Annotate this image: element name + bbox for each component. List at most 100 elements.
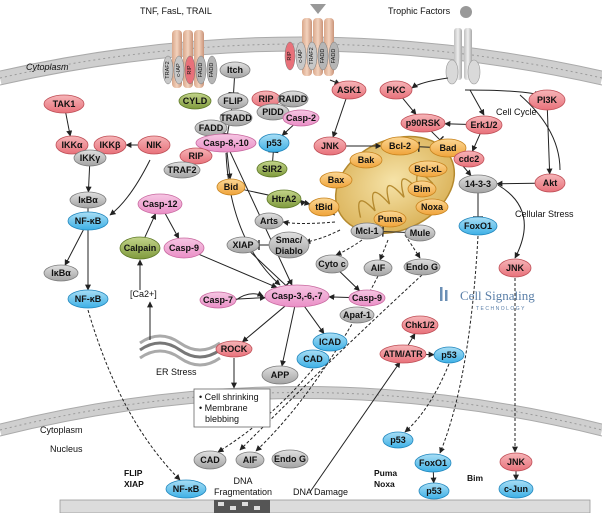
edge-erk12-cdc2 — [471, 133, 481, 152]
node-tak1-label: TAK1 — [53, 99, 76, 109]
adapter-r1-1-shape — [173, 55, 185, 85]
puma-target-label: Puma — [374, 468, 397, 478]
adapter-r1-3-shape — [195, 55, 207, 85]
node-apaf1-label: Apaf-1 — [343, 310, 371, 320]
node-casp12-label: Casp-12 — [142, 199, 177, 209]
node-flip-label: FLIP — [223, 96, 243, 106]
flip-target-label: FLIP — [124, 468, 143, 478]
node-ikkg-label: IKKγ — [80, 153, 101, 163]
dna-strand — [59, 499, 591, 513]
node-calpain-shape — [119, 236, 161, 260]
node-xiap-shape — [226, 236, 260, 254]
node-casp2-shape — [282, 109, 320, 127]
adapter-r2-4-shape — [328, 41, 340, 71]
node-nfkb2-label: NF-κB — [75, 294, 102, 304]
cytoplasm-label-bottom: Cytoplasm — [40, 425, 83, 435]
node-apaf1-shape — [339, 306, 375, 324]
node-mcl1: Mcl-1 — [350, 222, 384, 240]
node-nfkb2-shape — [67, 289, 109, 309]
path-mito-smac — [304, 229, 341, 245]
node-rip-label: RIP — [188, 151, 203, 161]
node-foxo1b-shape — [414, 453, 452, 473]
node-endog1-shape — [403, 258, 441, 276]
edge-casp7-casp367 — [235, 294, 266, 301]
membrane-blebbing-text-2: blebbing — [205, 414, 239, 424]
node-ikkb: IKKβ — [93, 135, 127, 155]
dna-damage-label: DNA Damage — [293, 487, 348, 497]
node-smac-diablo-shape — [268, 231, 310, 259]
node-cad2-label: CAD — [200, 455, 220, 465]
node-casp367-shape — [264, 284, 330, 308]
node-ikba1-label: IκBα — [78, 195, 98, 205]
node-icad-label: ICAD — [319, 337, 341, 347]
node-cjun-label: c-Jun — [504, 484, 528, 494]
nuclear-membrane — [0, 386, 602, 437]
node-jnk2: JNK — [498, 258, 532, 278]
node-aif2: AIF — [235, 451, 265, 469]
adapter-r2-2-shape — [306, 41, 318, 71]
adapter-r2-0-label: RIP — [287, 51, 293, 61]
edge-casp9b-casp367 — [328, 294, 350, 301]
edge-casp9a-casp367 — [199, 254, 278, 289]
node-p90rsk-label: p90RSK — [406, 118, 441, 128]
node-bak-shape — [349, 151, 383, 169]
node-p53b-label: p53 — [441, 350, 457, 360]
node-atmatr-shape — [379, 344, 427, 364]
node-tak1: TAK1 — [43, 94, 85, 114]
edge-ask1-jnk1 — [331, 98, 347, 138]
node-casp12: Casp-12 — [137, 193, 183, 215]
edge-casp367-app — [280, 306, 296, 367]
adapter-r2-4-label: FADD — [331, 49, 337, 64]
logo-text: Cell Signaling — [460, 288, 535, 303]
node-jnk2-shape — [498, 258, 532, 278]
node-ikka: IKKα — [55, 135, 89, 155]
node-sir2: SIR2 — [256, 160, 288, 178]
edge-tak1-ikka — [65, 112, 73, 137]
node-jnk3: JNK — [499, 452, 533, 472]
node-bim: Bim — [407, 180, 437, 198]
node-cjun-shape — [498, 479, 534, 499]
node-mule-shape — [404, 224, 436, 242]
node-jnk3-shape — [499, 452, 533, 472]
nucleus-label: Nucleus — [50, 444, 83, 454]
node-traf2-shape — [163, 161, 201, 179]
node-ikba2-shape — [43, 264, 79, 282]
node-casp9b-shape — [348, 289, 386, 307]
node-casp2: Casp-2 — [282, 109, 320, 127]
node-tbid: tBid — [308, 197, 340, 217]
node-cytoc-shape — [315, 254, 349, 274]
cell-signaling-logo: Cell Signaling TECHNOLOGY — [440, 287, 535, 312]
node-foxo1a: FoxO1 — [458, 216, 498, 236]
node-bcl2-shape — [380, 136, 420, 156]
adapter-r1-4-label: FADD — [209, 63, 215, 78]
edge-cytoc-casp9b — [339, 271, 360, 292]
adapter-r2-3-shape — [317, 41, 329, 71]
node-casp2-label: Casp-2 — [286, 113, 316, 123]
node-ask1-shape — [331, 80, 367, 100]
node-diablo-label: Diablo — [275, 246, 303, 256]
node-ask1: ASK1 — [331, 80, 367, 100]
adapter-r2-1-label: c-IAP — [298, 49, 304, 63]
node-bak-label: Bak — [358, 155, 376, 165]
node-p53a: p53 — [258, 133, 290, 153]
node-x1433-shape — [458, 174, 498, 194]
node-tradd-label: TRADD — [220, 113, 252, 123]
logo-subtext: TECHNOLOGY — [476, 306, 526, 312]
node-mcl1-shape — [350, 222, 384, 240]
edge-casp367-rock — [241, 305, 286, 343]
node-akt-shape — [534, 173, 566, 193]
edge-casp810-bid — [226, 151, 233, 180]
node-chk12: Chk1/2 — [401, 315, 439, 335]
node-ikkg-shape — [73, 149, 107, 167]
node-aif1-shape — [363, 259, 393, 277]
node-htra2-label: HtrA2 — [272, 194, 297, 204]
node-endog2-shape — [271, 449, 309, 469]
node-traf2-label: TRAF2 — [168, 165, 197, 175]
node-endog2-label: Endo G — [274, 454, 306, 464]
node-casp9a-shape — [163, 237, 205, 259]
edge-akt-x1433 — [496, 180, 536, 187]
node-cyld-label: CYLD — [183, 96, 208, 106]
node-akt: Akt — [534, 173, 566, 193]
adapter-r2-2-label: TRAF2 — [309, 47, 315, 64]
path-foxo1-nucleus — [439, 235, 479, 454]
